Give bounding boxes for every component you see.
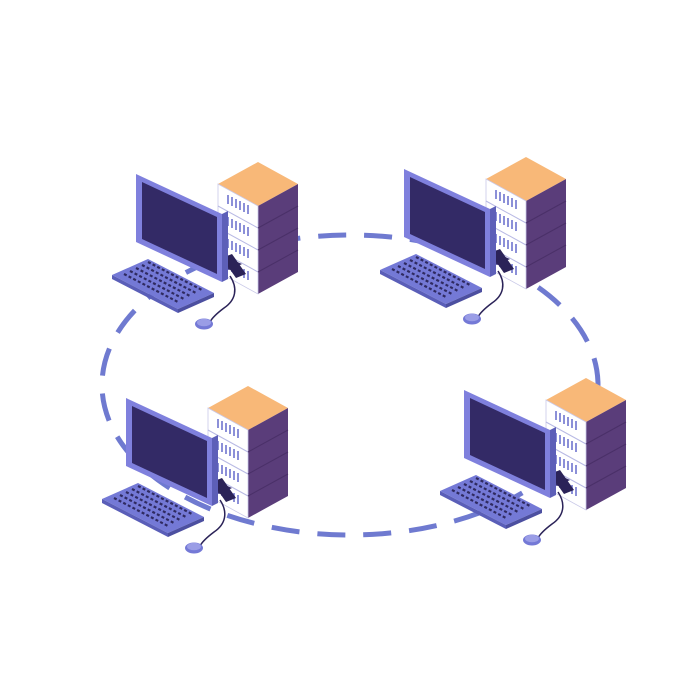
workstation-bottom-right (438, 376, 628, 547)
workstation-top-right (378, 155, 568, 326)
workstation-top-left (110, 160, 300, 331)
workstation-bottom-left (100, 384, 290, 555)
